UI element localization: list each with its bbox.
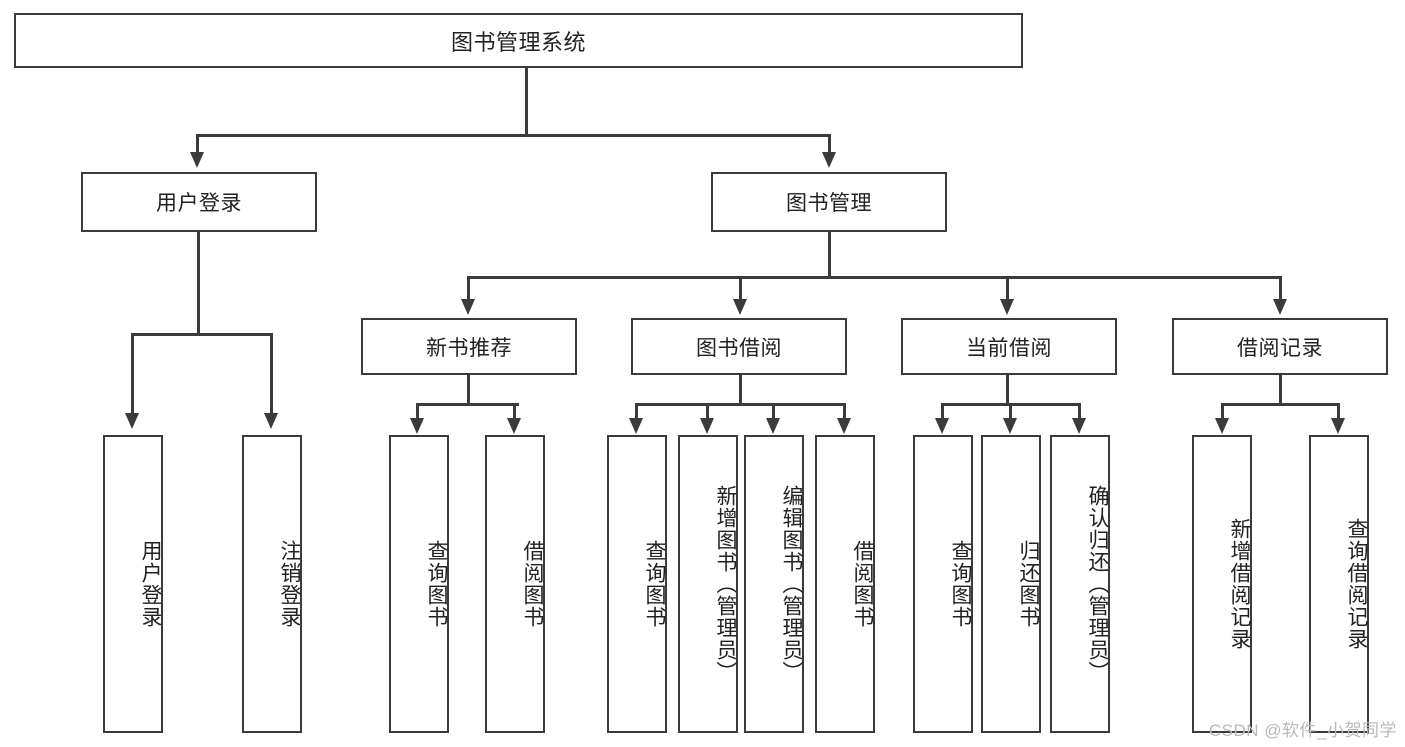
leaf-new-book-0-label: 查询图书 — [425, 540, 448, 628]
leaf-book-borrow-2[interactable]: 编辑图书（管理员） — [744, 435, 804, 733]
arrow-book-borrow-to-leaf-2 — [766, 418, 780, 434]
edge-root-to-user-login — [196, 134, 199, 154]
edge-new-book-bar — [416, 403, 519, 406]
arrow-current-borrow-to-leaf-1 — [1003, 418, 1017, 434]
edge-book-borrow-to-leaf-2 — [772, 403, 775, 420]
edge-book-borrow-to-leaf-1 — [706, 403, 709, 420]
edge-root-stem — [525, 68, 528, 136]
node-new-book-recommend[interactable]: 新书推荐 — [361, 318, 577, 375]
edge-book-manage-stem — [828, 232, 831, 278]
node-current-borrow-label: 当前借阅 — [966, 336, 1052, 360]
node-current-borrow[interactable]: 当前借阅 — [901, 318, 1117, 375]
node-root-system-label: 图书管理系统 — [450, 29, 586, 55]
edge-book-manage-to-borrow — [739, 276, 742, 301]
arrow-root-to-book-manage — [822, 152, 836, 168]
edge-borrow-record-to-leaf-0 — [1221, 403, 1224, 420]
edge-book-manage-to-current — [1006, 276, 1009, 301]
arrow-borrow-record-to-leaf-1 — [1331, 418, 1345, 434]
edge-borrow-record-bar — [1221, 403, 1339, 406]
edge-user-login-stem — [197, 232, 200, 335]
leaf-user-login-0[interactable]: 用户登录 — [103, 435, 163, 733]
leaf-new-book-0[interactable]: 查询图书 — [389, 435, 449, 733]
leaf-book-borrow-2-label: 编辑图书（管理员） — [780, 485, 803, 683]
node-root-system[interactable]: 图书管理系统 — [14, 13, 1023, 68]
edge-user-login-to-leaf-1 — [270, 333, 273, 415]
arrow-book-borrow-to-leaf-0 — [629, 418, 643, 434]
leaf-book-borrow-1-label: 新增图书（管理员） — [714, 485, 737, 683]
leaf-current-borrow-2[interactable]: 确认归还（管理员） — [1050, 435, 1110, 733]
edge-borrow-record-to-leaf-1 — [1337, 403, 1340, 420]
node-user-login-label: 用户登录 — [156, 192, 242, 215]
arrow-book-manage-to-current — [1000, 299, 1014, 315]
arrow-book-manage-to-borrow — [733, 299, 747, 315]
node-user-login[interactable]: 用户登录 — [81, 172, 317, 232]
edge-borrow-record-stem — [1279, 375, 1282, 405]
edge-root-bar — [196, 134, 830, 137]
leaf-borrow-record-1[interactable]: 查询借阅记录 — [1309, 435, 1369, 733]
leaf-book-borrow-0-label: 查询图书 — [643, 540, 666, 628]
leaf-book-borrow-1[interactable]: 新增图书（管理员） — [678, 435, 738, 733]
edge-book-manage-to-record — [1279, 276, 1282, 301]
leaf-borrow-record-0[interactable]: 新增借阅记录 — [1192, 435, 1252, 733]
edge-book-manage-to-new-book — [467, 276, 470, 301]
edge-root-to-book-manage — [828, 134, 831, 154]
edge-user-login-to-leaf-0 — [131, 333, 134, 415]
leaf-book-borrow-0[interactable]: 查询图书 — [607, 435, 667, 733]
edge-current-borrow-stem — [1006, 375, 1009, 405]
edge-current-borrow-to-leaf-1 — [1009, 403, 1012, 420]
edge-current-borrow-to-leaf-2 — [1078, 403, 1081, 420]
edge-new-book-stem — [467, 375, 470, 405]
arrow-user-login-to-leaf-0 — [125, 413, 139, 429]
leaf-book-borrow-3[interactable]: 借阅图书 — [815, 435, 875, 733]
node-book-manage[interactable]: 图书管理 — [711, 172, 947, 232]
edge-current-borrow-to-leaf-0 — [941, 403, 944, 420]
edge-new-book-to-leaf-1 — [513, 403, 516, 420]
arrow-book-borrow-to-leaf-3 — [837, 418, 851, 434]
leaf-user-login-1[interactable]: 注销登录 — [242, 435, 302, 733]
arrow-root-to-user-login — [190, 152, 204, 168]
leaf-current-borrow-1[interactable]: 归还图书 — [981, 435, 1041, 733]
arrow-user-login-to-leaf-1 — [264, 413, 278, 429]
leaf-current-borrow-1-label: 归还图书 — [1017, 540, 1040, 628]
arrow-book-manage-to-record — [1273, 299, 1287, 315]
leaf-borrow-record-1-label: 查询借阅记录 — [1345, 518, 1368, 650]
edge-user-login-bar — [131, 333, 271, 336]
edge-book-borrow-stem — [739, 375, 742, 405]
leaf-book-borrow-3-label: 借阅图书 — [851, 540, 874, 628]
arrow-current-borrow-to-leaf-2 — [1072, 418, 1086, 434]
arrow-current-borrow-to-leaf-0 — [935, 418, 949, 434]
leaf-current-borrow-0-label: 查询图书 — [949, 540, 972, 628]
leaf-user-login-1-label: 注销登录 — [278, 540, 301, 628]
watermark-text: CSDN @软件_小贺同学 — [1208, 721, 1397, 740]
node-borrow-record-label: 借阅记录 — [1237, 336, 1323, 360]
leaf-borrow-record-0-label: 新增借阅记录 — [1228, 518, 1251, 650]
edge-book-borrow-to-leaf-3 — [843, 403, 846, 420]
leaf-new-book-1[interactable]: 借阅图书 — [485, 435, 545, 733]
edge-book-manage-bar — [467, 276, 1282, 279]
arrow-borrow-record-to-leaf-0 — [1215, 418, 1229, 434]
node-borrow-record[interactable]: 借阅记录 — [1172, 318, 1388, 375]
leaf-current-borrow-0[interactable]: 查询图书 — [913, 435, 973, 733]
arrow-book-borrow-to-leaf-1 — [700, 418, 714, 434]
edge-book-borrow-bar — [635, 403, 844, 406]
node-book-borrow[interactable]: 图书借阅 — [631, 318, 847, 375]
node-book-borrow-label: 图书借阅 — [696, 336, 782, 360]
leaf-current-borrow-2-label: 确认归还（管理员） — [1086, 485, 1109, 683]
leaf-new-book-1-label: 借阅图书 — [521, 540, 544, 628]
arrow-new-book-to-leaf-0 — [410, 418, 424, 434]
arrow-book-manage-to-new-book — [461, 299, 475, 315]
edge-new-book-to-leaf-0 — [416, 403, 419, 420]
edge-book-borrow-to-leaf-0 — [635, 403, 638, 420]
arrow-new-book-to-leaf-1 — [507, 418, 521, 434]
leaf-user-login-0-label: 用户登录 — [139, 540, 162, 628]
node-book-manage-label: 图书管理 — [786, 192, 872, 215]
node-new-book-recommend-label: 新书推荐 — [426, 336, 512, 360]
